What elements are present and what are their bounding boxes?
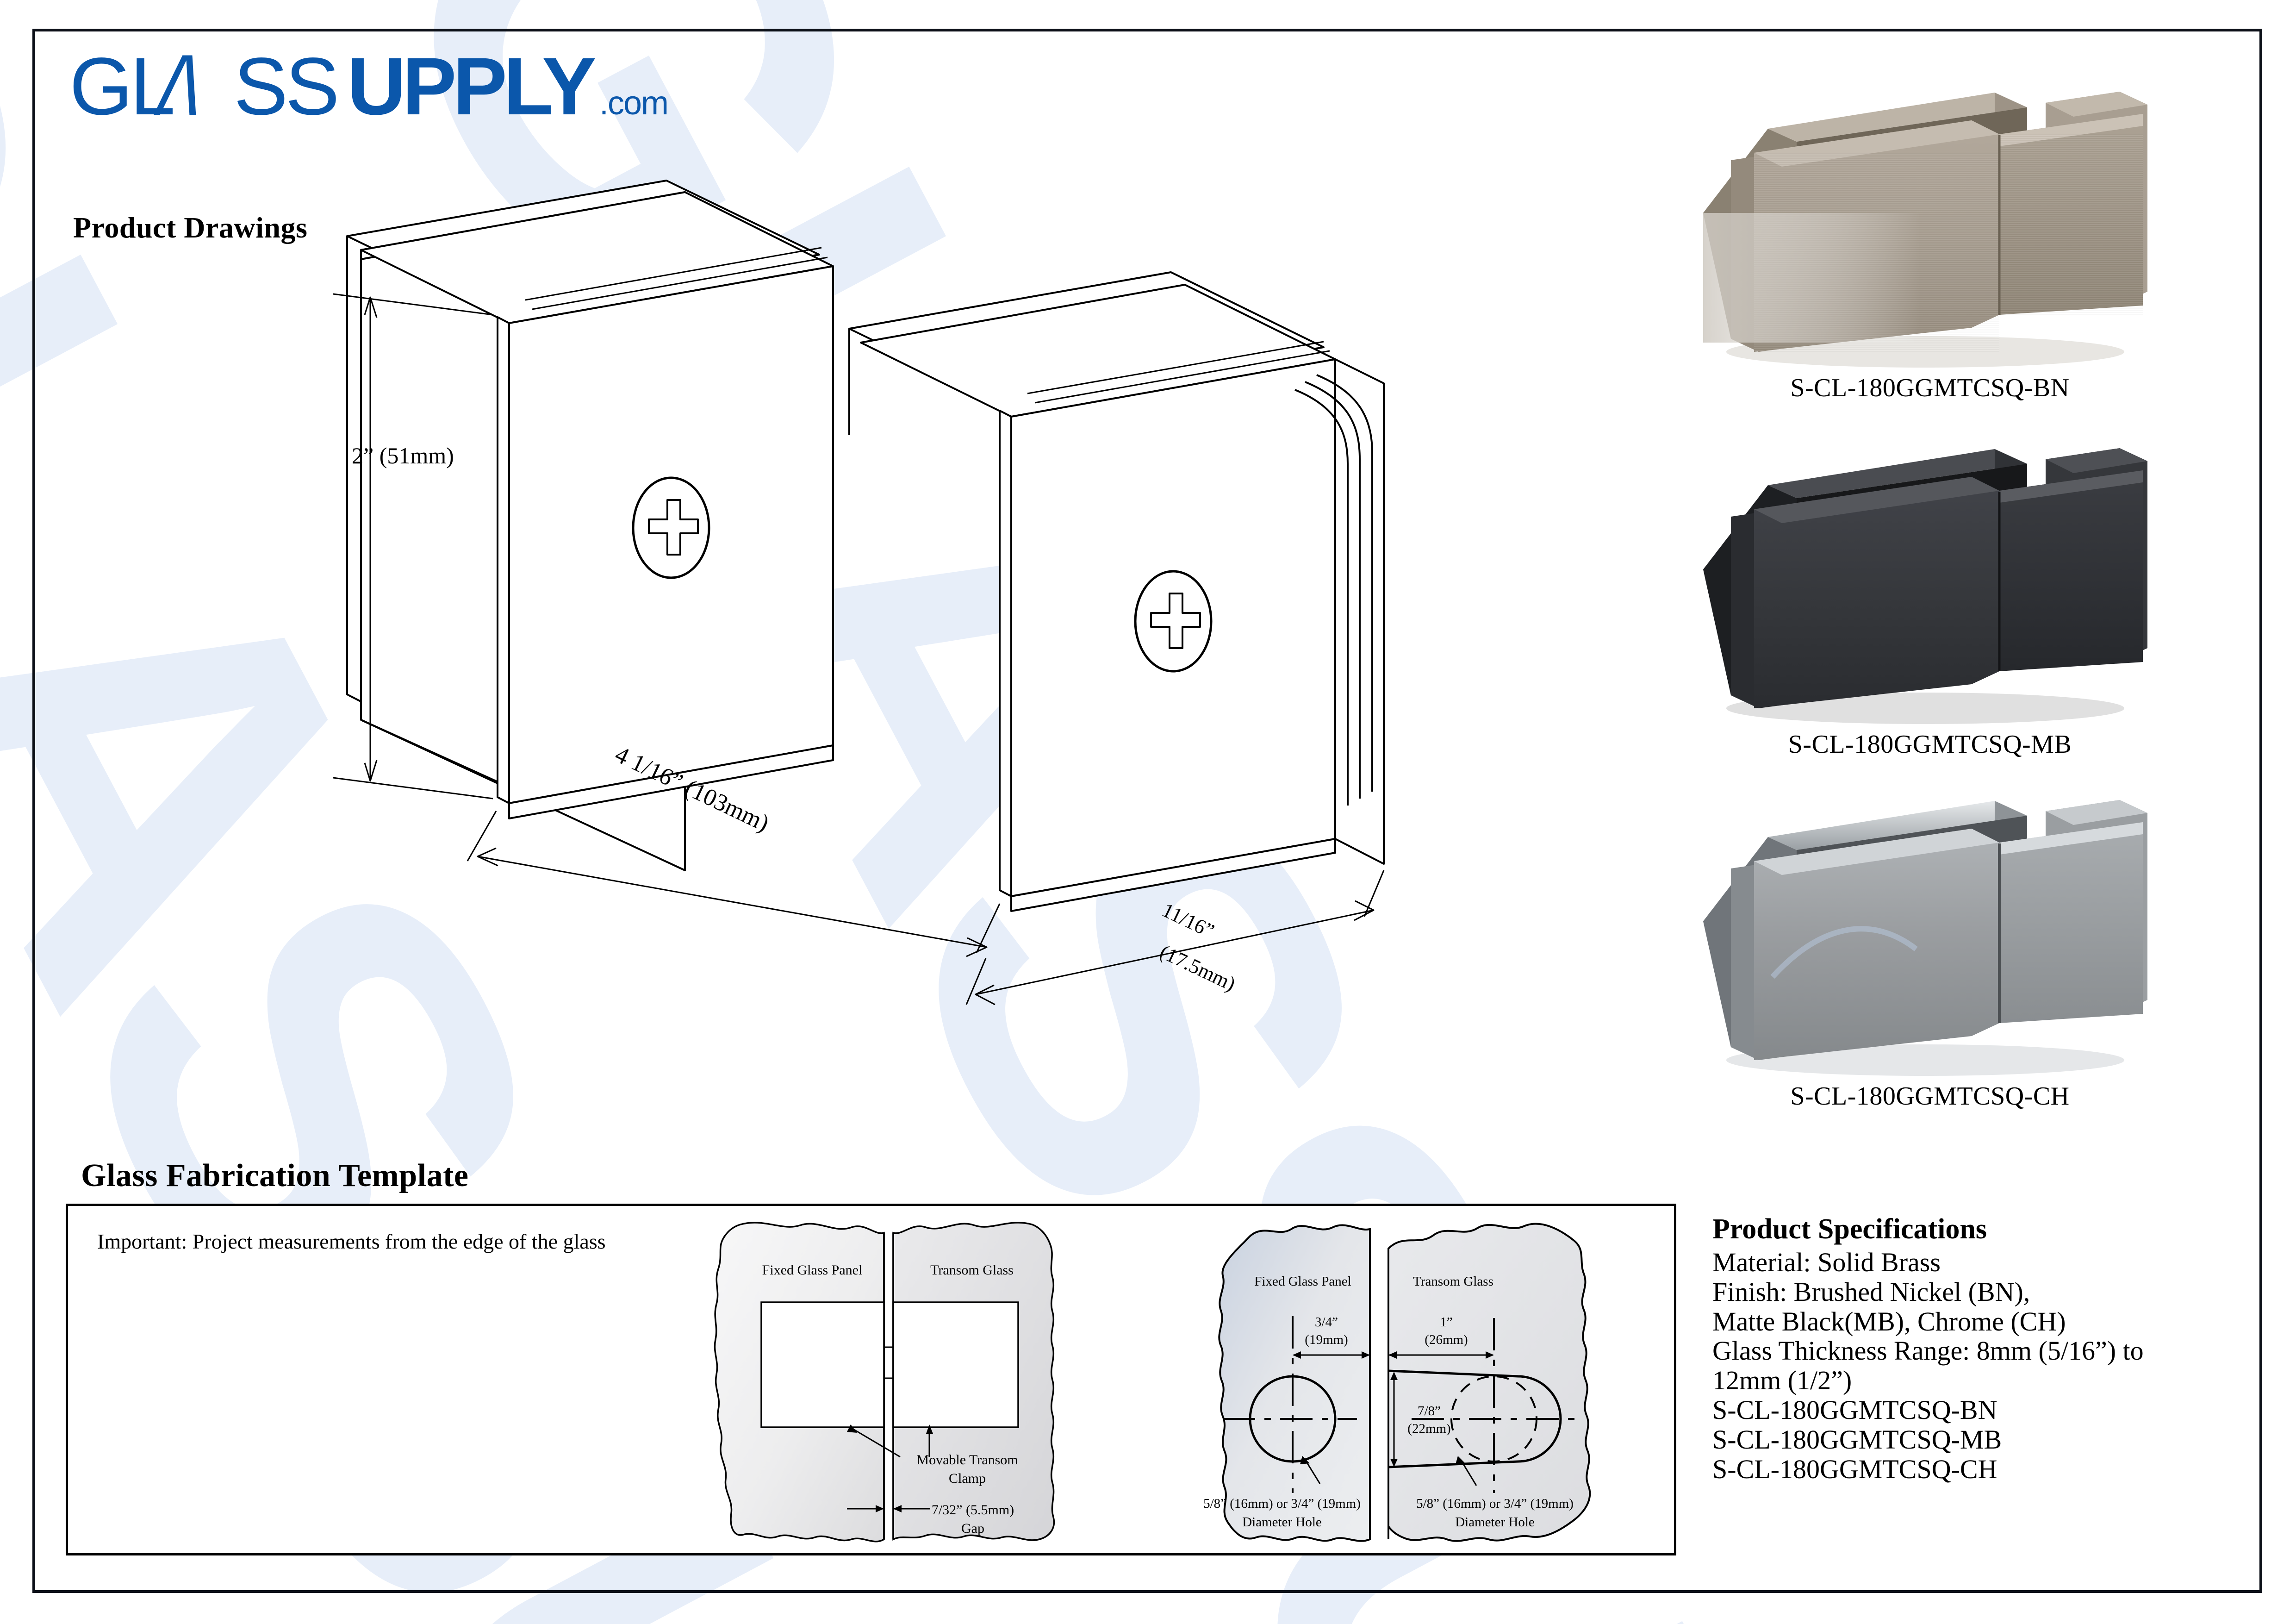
specifications-heading: Product Specifications	[1712, 1213, 1987, 1245]
fabrication-important-note: Important: Project measurements from the…	[97, 1230, 606, 1253]
label-fixed-glass-panel: Fixed Glass Panel	[762, 1262, 863, 1278]
label-transom-vert-dim-2: (22mm)	[1407, 1421, 1450, 1436]
label-hole-left-1: 5/8” (16mm) or 3/4” (19mm)	[1203, 1496, 1361, 1511]
label-transom-vert-dim-1: 7/8”	[1418, 1404, 1441, 1418]
logo-text-light: GL	[69, 53, 173, 130]
isometric-product-drawing	[315, 176, 1425, 1056]
product-photo-ch: S-CL-180GGMTCSQ-CH	[1675, 782, 2184, 1111]
clamp-render-mb	[1675, 431, 2184, 727]
product-label-bn: S-CL-180GGMTCSQ-BN	[1790, 374, 2070, 402]
page-border	[32, 29, 2262, 1593]
fabrication-diagram-left: Fixed Glass Panel Transom Glass Movable …	[713, 1215, 1092, 1549]
product-specifications: Product Specifications Material: Solid B…	[1712, 1213, 2254, 1484]
glass-fabrication-heading: Glass Fabrication Template	[81, 1158, 469, 1193]
logo-text-bold: UPPLY	[347, 53, 595, 130]
label-fixed-edge-dim-2: (19mm)	[1305, 1332, 1348, 1347]
glassupply-logo: GL /\ SS UPPLY .com	[69, 53, 690, 130]
label-transom-glass-right: Transom Glass	[1413, 1274, 1493, 1289]
label-fixed-edge-dim-1: 3/4”	[1315, 1315, 1338, 1330]
clamp-render-ch	[1675, 782, 2184, 1079]
product-label-ch: S-CL-180GGMTCSQ-CH	[1790, 1082, 2070, 1111]
logo-text-dotcom: .com	[599, 85, 668, 122]
label-movable-transom-clamp-2: Clamp	[949, 1471, 986, 1486]
product-drawings-heading: Product Drawings	[73, 211, 308, 244]
spec-finish-1: Finish: Brushed Nickel (BN),	[1712, 1276, 2030, 1307]
label-fixed-glass-panel-right: Fixed Glass Panel	[1254, 1274, 1351, 1289]
spec-sku-ch: S-CL-180GGMTCSQ-CH	[1712, 1454, 1997, 1484]
product-photo-bn: S-CL-180GGMTCSQ-BN	[1675, 74, 2184, 403]
product-label-mb: S-CL-180GGMTCSQ-MB	[1788, 730, 2072, 759]
fabrication-diagram-right: Fixed Glass Panel Transom Glass 3/4” (19…	[1194, 1215, 1620, 1549]
spec-material: Material: Solid Brass	[1712, 1247, 1941, 1277]
label-hole-right-1: 5/8” (16mm) or 3/4” (19mm)	[1416, 1496, 1574, 1511]
label-gap-2: Gap	[961, 1521, 984, 1536]
label-transom-edge-dim-2: (26mm)	[1425, 1332, 1468, 1347]
label-transom-edge-dim-1: 1”	[1440, 1315, 1452, 1330]
spec-sku-mb: S-CL-180GGMTCSQ-MB	[1712, 1424, 2002, 1455]
product-photo-mb: S-CL-180GGMTCSQ-MB	[1675, 431, 2184, 759]
label-gap-1: 7/32” (5.5mm)	[932, 1502, 1014, 1518]
label-movable-transom-clamp-1: Movable Transom	[916, 1452, 1018, 1468]
dimension-height-label: 2” (51mm)	[352, 443, 454, 468]
spec-finish-2: Matte Black(MB), Chrome (CH)	[1712, 1306, 2066, 1337]
label-hole-right-2: Diameter Hole	[1455, 1515, 1535, 1530]
logo-text-ss: SS	[234, 53, 337, 130]
spec-sku-bn: S-CL-180GGMTCSQ-BN	[1712, 1394, 1997, 1425]
clamp-render-bn	[1675, 74, 2184, 370]
label-transom-glass: Transom Glass	[930, 1262, 1014, 1278]
spec-thickness-2: 12mm (1/2”)	[1712, 1365, 1852, 1396]
spec-thickness-1: Glass Thickness Range: 8mm (5/16”) to	[1712, 1336, 2144, 1366]
label-hole-left-2: Diameter Hole	[1242, 1515, 1322, 1530]
